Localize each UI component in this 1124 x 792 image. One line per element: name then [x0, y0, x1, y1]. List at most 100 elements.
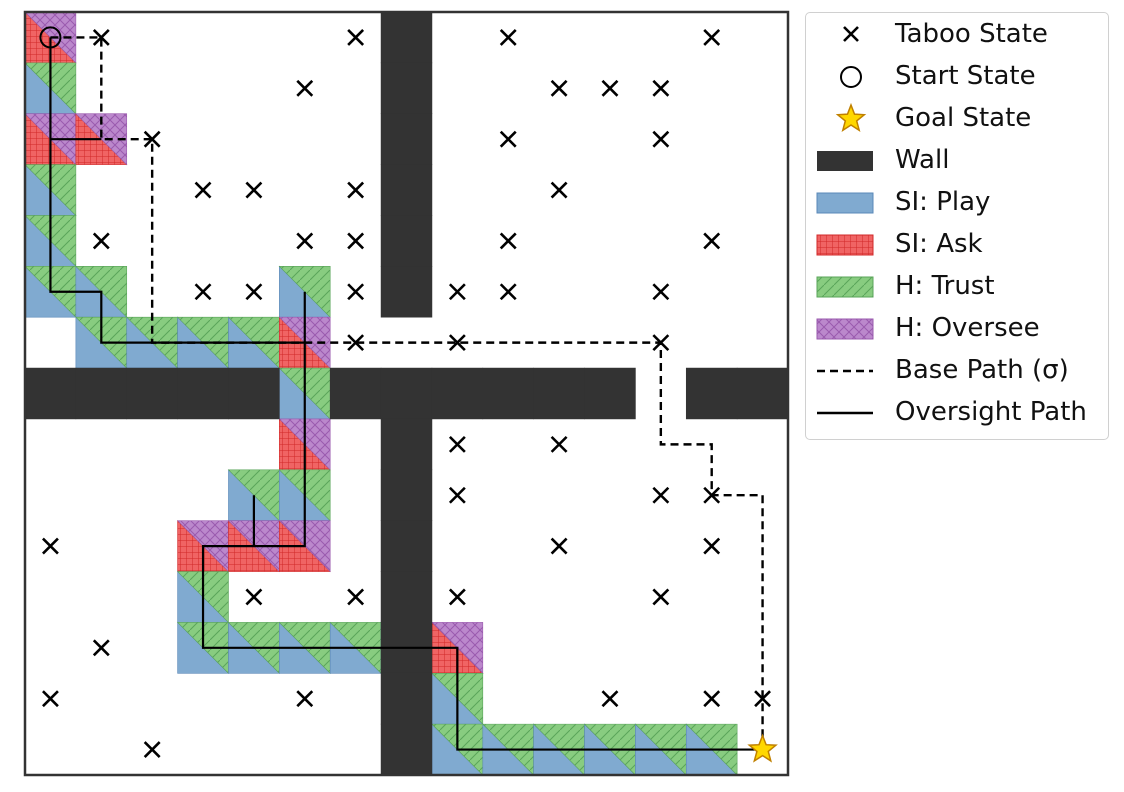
taboo-state-icon: [92, 29, 110, 46]
taboo-state-icon: [92, 232, 110, 250]
grid-border: [23, 10, 790, 777]
wall-cell: [380, 164, 433, 216]
taboo-state-icon: [296, 690, 314, 708]
taboo-state-icon: [42, 690, 59, 708]
taboo-state-icon: [843, 26, 859, 42]
wall-cell: [380, 418, 433, 471]
wall-cell: [380, 520, 433, 572]
oversight-path-line: [49, 37, 763, 751]
wall-cell: [380, 215, 433, 267]
legend-label: H: Trust: [895, 271, 995, 301]
solid-line-icon: [817, 411, 873, 415]
wall-cell: [584, 367, 636, 420]
trust-swatch-icon: [816, 276, 874, 298]
taboo-state-icon: [652, 283, 670, 301]
legend-label: Base Path (σ): [895, 355, 1069, 385]
taboo-state-icon: [92, 639, 110, 657]
wall-cell: [75, 367, 128, 420]
wall-cell: [228, 367, 280, 420]
legend-label: H: Oversee: [895, 313, 1040, 343]
legend-label: Start State: [895, 61, 1036, 91]
taboo-state-icon: [703, 232, 721, 250]
taboo-state-icon: [550, 79, 568, 97]
wall-cell: [380, 113, 433, 165]
taboo-state-icon: [499, 283, 517, 301]
taboo-state-icon: [550, 181, 568, 199]
wall-cell: [685, 367, 738, 420]
taboo-state-icon: [347, 29, 365, 46]
taboo-state-icon: [703, 486, 721, 504]
taboo-state-icon: [448, 435, 466, 453]
taboo-state-icon: [143, 130, 161, 148]
taboo-state-icon: [754, 690, 771, 708]
legend-label: Taboo State: [895, 19, 1048, 49]
taboo-state-icon: [143, 741, 161, 758]
legend-label: SI: Play: [895, 187, 991, 217]
wall-cell: [380, 571, 433, 623]
taboo-state-icon: [652, 334, 670, 352]
taboo-state-icon: [601, 690, 619, 708]
taboo-state-icon: [194, 181, 212, 199]
wall-cell: [380, 11, 433, 64]
wall-cell: [380, 367, 433, 420]
taboo-state-icon: [448, 486, 466, 504]
ask-swatch-icon: [816, 234, 874, 256]
taboo-state-icon: [601, 79, 619, 97]
taboo-state-icon: [245, 283, 263, 301]
wall-cell: [380, 469, 433, 521]
taboo-state-icon: [448, 588, 466, 606]
wall-cell: [736, 367, 789, 420]
taboo-state-icon: [347, 334, 365, 352]
legend-label: Wall: [895, 145, 950, 175]
legend-item-oversight-path: Oversight Path: [806, 391, 1108, 433]
taboo-state-icon: [499, 130, 517, 148]
legend-label: SI: Ask: [895, 229, 983, 259]
legend-item-base-path: Base Path (σ): [806, 349, 1108, 391]
legend-label: Goal State: [895, 103, 1032, 133]
wall-cell: [380, 62, 433, 115]
taboo-state-icon: [347, 283, 365, 301]
legend-item-trust: H: Trust: [806, 265, 1108, 307]
wall-cell: [380, 672, 433, 725]
taboo-state-icon: [652, 486, 670, 504]
legend-item-oversee: H: Oversee: [806, 307, 1108, 349]
taboo-state-icon: [652, 588, 670, 606]
goal-star-icon: [835, 102, 867, 132]
goal-star-icon: [747, 733, 778, 763]
taboo-state-icon: [550, 537, 568, 555]
wall-cell: [329, 367, 382, 420]
taboo-state-icon: [194, 283, 212, 301]
legend-item-wall: Wall: [806, 139, 1108, 181]
legend-item-goal: Goal State: [806, 97, 1108, 139]
taboo-state-icon: [245, 181, 263, 199]
start-state-icon: [840, 66, 862, 88]
wall-cell: [482, 367, 534, 420]
taboo-state-icon: [652, 130, 670, 148]
legend: Taboo State Start State Goal State Wall …: [805, 12, 1109, 440]
taboo-state-icon: [448, 283, 466, 301]
wall-cell: [24, 367, 77, 420]
wall-cell: [380, 266, 433, 318]
taboo-state-icon: [448, 334, 466, 352]
wall-cell: [126, 367, 178, 420]
legend-item-play: SI: Play: [806, 181, 1108, 223]
legend-item-start: Start State: [806, 55, 1108, 97]
taboo-state-icon: [703, 690, 721, 708]
wall-cell: [177, 367, 229, 420]
taboo-state-icon: [499, 232, 517, 250]
taboo-state-icon: [296, 232, 314, 250]
start-state-icon: [39, 26, 62, 49]
taboo-state-icon: [703, 29, 721, 46]
wall-cell: [380, 723, 433, 776]
taboo-state-icon: [296, 79, 314, 97]
taboo-state-icon: [42, 537, 59, 555]
taboo-state-icon: [347, 181, 365, 199]
legend-item-taboo: Taboo State: [806, 13, 1108, 55]
taboo-state-icon: [245, 588, 263, 606]
wall-swatch-icon: [817, 151, 873, 171]
taboo-state-icon: [703, 537, 721, 555]
legend-label: Oversight Path: [895, 397, 1087, 427]
taboo-state-icon: [550, 435, 568, 453]
play-swatch-icon: [816, 192, 874, 214]
taboo-state-icon: [347, 588, 365, 606]
